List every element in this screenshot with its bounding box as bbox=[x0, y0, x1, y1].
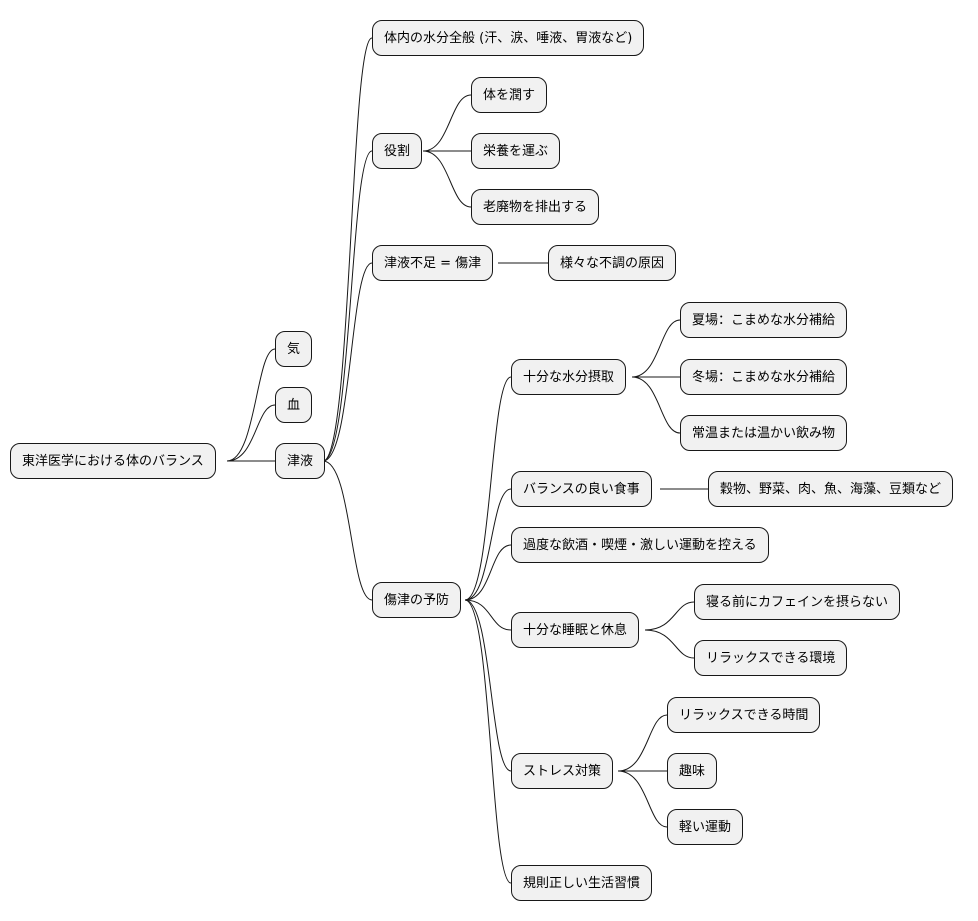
node-sleep-item: 寝る前にカフェインを摂らない bbox=[694, 584, 901, 620]
edge-stress-1 bbox=[617, 714, 668, 772]
node-root: 東洋医学における体のバランス bbox=[10, 443, 216, 479]
edge-stress-3 bbox=[617, 770, 668, 828]
edge-roles-1 bbox=[422, 94, 472, 152]
edge-root-ki bbox=[226, 348, 276, 462]
edge-hyd-1 bbox=[631, 319, 681, 378]
node-prevention: 傷津の予防 bbox=[372, 582, 462, 618]
edge-sleep-2 bbox=[644, 629, 695, 659]
node-ketsu: 血 bbox=[275, 387, 313, 423]
edge-shineki-roles bbox=[322, 150, 373, 462]
node-definition: 体内の水分全般 (汗、涙、唾液、胃液など) bbox=[372, 20, 645, 56]
node-shortage-effect: 様々な不調の原因 bbox=[548, 245, 677, 281]
node-hydration-item: 常温または温かい飲み物 bbox=[680, 415, 848, 451]
edge-hyd-3 bbox=[631, 376, 681, 434]
node-roles: 役割 bbox=[372, 133, 423, 169]
node-shortage: 津液不足 = 傷津 bbox=[372, 245, 494, 281]
edge-prev-lifestyle bbox=[464, 599, 512, 884]
edge-prev-hydration bbox=[464, 376, 512, 601]
edge-sleep-1 bbox=[644, 601, 695, 631]
edge-shineki-definition bbox=[322, 37, 373, 462]
node-shineki: 津液 bbox=[275, 443, 326, 479]
node-diet-item: 穀物、野菜、肉、魚、海藻、豆類など bbox=[708, 471, 954, 507]
edge-prev-diet bbox=[464, 488, 512, 601]
node-hydration-item: 冬場：こまめな水分補給 bbox=[680, 359, 848, 395]
node-role-item: 老廃物を排出する bbox=[471, 189, 600, 225]
node-stress: ストレス対策 bbox=[511, 753, 614, 789]
edge-prev-sleep bbox=[464, 599, 512, 631]
node-sleep: 十分な睡眠と休息 bbox=[511, 612, 640, 648]
node-stress-item: 軽い運動 bbox=[667, 809, 744, 845]
edge-shineki-shortage bbox=[322, 262, 373, 462]
node-stress-item: 趣味 bbox=[667, 753, 718, 789]
edge-prev-avoid bbox=[464, 544, 512, 601]
node-hydration: 十分な水分摂取 bbox=[511, 359, 627, 395]
node-ki: 気 bbox=[275, 331, 313, 367]
node-hydration-item: 夏場：こまめな水分補給 bbox=[680, 302, 848, 338]
node-lifestyle: 規則正しい生活習慣 bbox=[511, 865, 653, 901]
node-sleep-item: リラックスできる環境 bbox=[694, 640, 848, 676]
edge-roles-3 bbox=[422, 150, 472, 208]
node-role-item: 体を潤す bbox=[471, 77, 548, 113]
node-stress-item: リラックスできる時間 bbox=[667, 697, 821, 733]
edge-root-ketsu bbox=[226, 404, 276, 462]
edge-prev-stress bbox=[464, 599, 512, 772]
node-diet: バランスの良い食事 bbox=[511, 471, 652, 507]
edge-shineki-prevention bbox=[322, 460, 373, 601]
node-role-item: 栄養を運ぶ bbox=[471, 133, 561, 169]
node-avoid: 過度な飲酒・喫煙・激しい運動を控える bbox=[511, 527, 769, 563]
